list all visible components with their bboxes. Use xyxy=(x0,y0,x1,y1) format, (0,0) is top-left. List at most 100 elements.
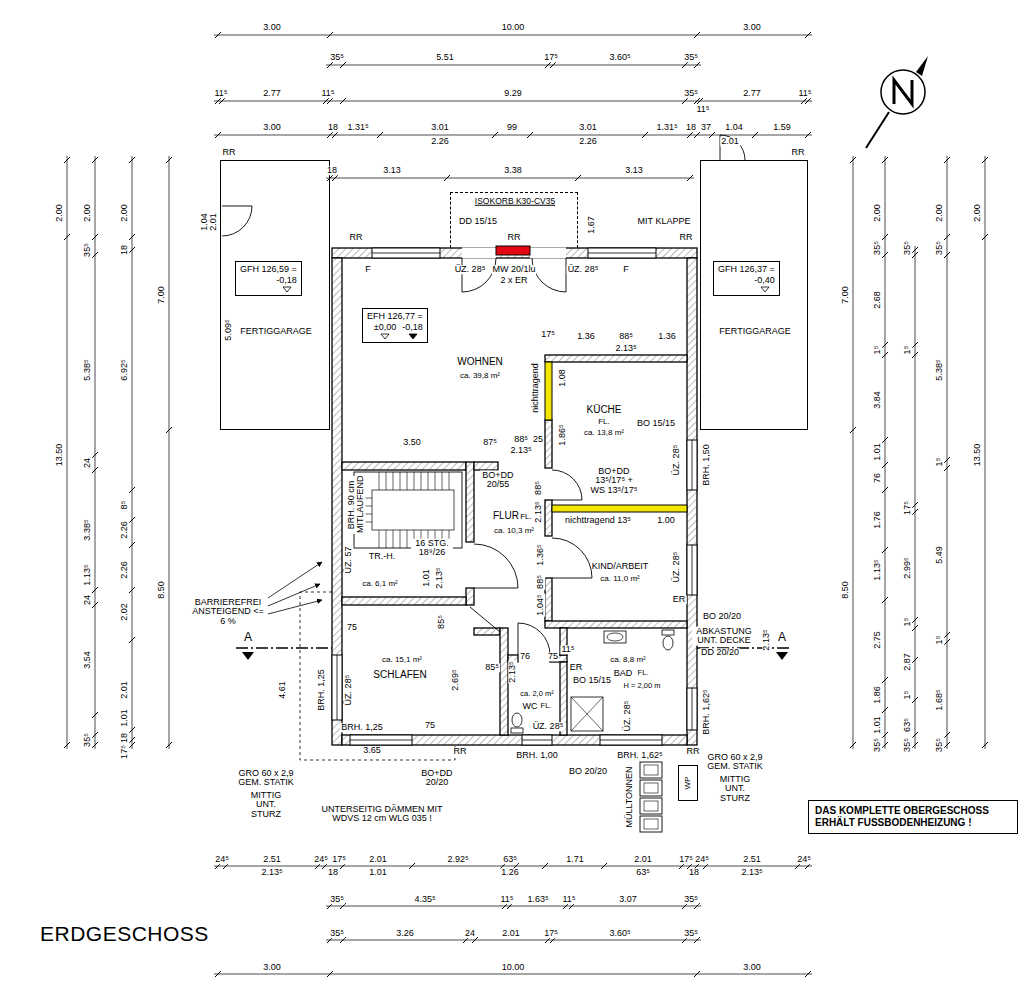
dimension-tick xyxy=(340,98,346,104)
plan-label: 2.01 xyxy=(720,137,740,146)
plan-label: 1.63⁵ xyxy=(526,895,549,904)
plan-label: 2.68 xyxy=(873,290,882,310)
room: ca. 15,1 m² SCHLAFEN xyxy=(342,605,500,735)
wall xyxy=(332,258,342,745)
room-label: ca. 10,3 m² xyxy=(494,527,534,535)
room-label: WC xyxy=(523,702,538,711)
dimension-tick xyxy=(327,98,333,104)
plan-label: 16 STG. 18⁹/26 xyxy=(411,539,453,558)
room-label: ca. 15,1 m² xyxy=(382,656,422,664)
waste-bin xyxy=(640,762,662,778)
plan-label: 37 xyxy=(700,123,712,132)
plan-label: 63⁵ xyxy=(903,717,912,733)
dimension-tick xyxy=(219,98,225,104)
plan-label: 1.67 xyxy=(587,215,596,235)
stair-tread xyxy=(386,530,387,548)
plan-label: RR xyxy=(791,148,806,157)
dimension-line xyxy=(947,156,948,749)
plan-label: 2.00 xyxy=(935,203,944,223)
dimension-tick xyxy=(215,971,221,977)
window-glass xyxy=(588,253,656,254)
window xyxy=(687,545,697,595)
plan-label: 24⁵ xyxy=(796,855,812,864)
plan-label: RR xyxy=(686,747,701,756)
dimension-line xyxy=(326,65,701,66)
lintel-marker xyxy=(496,246,530,255)
plan-label: 2.00 xyxy=(55,203,64,223)
dimension-tick xyxy=(912,697,918,703)
plan-label: 76 xyxy=(519,652,531,661)
room-label: SCHLAFEN xyxy=(373,670,426,680)
dimension-line xyxy=(132,156,133,749)
plan-label: 17⁵ xyxy=(903,500,912,516)
plan-label: 1⁵ xyxy=(935,635,944,646)
dimension-tick xyxy=(327,971,333,977)
plan-label: GRO 60 x 2,9 GEM. STATIK xyxy=(701,753,769,772)
plan-label: 1.71 xyxy=(565,855,585,864)
plan-label: 4.61 xyxy=(278,680,287,700)
level-triangle xyxy=(282,286,292,293)
dimension-tick xyxy=(882,437,888,443)
waste-bin xyxy=(640,780,662,796)
plan-label: ÜZ. 28⁵ xyxy=(672,551,681,584)
dimension-tick xyxy=(882,252,888,258)
box-text: EFH 126,77 = xyxy=(367,311,423,322)
plan-label: 2.13⁵ xyxy=(435,566,444,589)
window xyxy=(350,735,412,745)
dimension-tick xyxy=(642,132,648,138)
level-value: ±0,00 xyxy=(374,322,396,333)
plan-label: ÜZ. 57 xyxy=(344,545,353,574)
plan-label: 2.00 xyxy=(873,203,882,223)
plan-label: 1.04 xyxy=(724,123,744,132)
dimension-tick xyxy=(129,487,135,493)
dimension-tick xyxy=(694,62,700,68)
level-triangle xyxy=(760,286,770,293)
plan-label: 35⁵ xyxy=(873,240,882,256)
box-text: DAS KOMPLETTE OBERGESCHOSS ERHÄLT FUSSBO… xyxy=(815,805,1011,829)
dimension-tick xyxy=(882,742,888,748)
dimension-tick xyxy=(64,157,70,163)
plan-label: F xyxy=(622,265,630,274)
window xyxy=(687,440,697,490)
plan-label: BO+DD 20/20 xyxy=(419,769,455,788)
stair-tread xyxy=(428,472,429,490)
stair-tread xyxy=(393,472,394,490)
plan-label: 35⁵ xyxy=(83,242,92,258)
plan-label: ÜZ. 28⁵ xyxy=(567,265,600,274)
plan-label: 1⁵ xyxy=(873,345,882,356)
dimension-tick xyxy=(882,342,888,348)
dimension-line xyxy=(214,101,812,102)
dimension-tick xyxy=(129,542,135,548)
dimension-tick xyxy=(215,132,221,138)
plan-label: 35⁵ xyxy=(683,895,699,904)
plan-label: 35⁵ xyxy=(683,929,699,938)
dimension-tick xyxy=(129,157,135,163)
plan-label: 2.51 xyxy=(742,855,762,864)
plan-label: BRH. 1,62⁵ xyxy=(702,688,711,735)
plan-label: 24 xyxy=(464,929,476,938)
plan-label: 2.99⁵ xyxy=(903,556,912,579)
dimension-tick xyxy=(492,132,498,138)
box-text: GFH 126,59 = xyxy=(240,264,297,275)
plan-label: 2.69⁵ xyxy=(451,668,460,691)
room-label: FL. xyxy=(520,513,532,521)
dimension-tick xyxy=(215,32,221,38)
level-value: -0,18 xyxy=(276,275,297,286)
plan-label: 8⁵ xyxy=(120,500,129,511)
stair-tread xyxy=(379,472,380,490)
dimension-tick xyxy=(944,457,950,463)
dimension-tick xyxy=(129,742,135,748)
level-triangle xyxy=(380,333,390,340)
level-cell: -0,40 xyxy=(754,275,775,293)
plan-label: 3.00 xyxy=(262,963,282,972)
plan-label: 2.13⁵ xyxy=(260,868,283,877)
dimension-tick xyxy=(697,98,703,104)
drawing-title: ERDGESCHOSS xyxy=(40,922,209,946)
plan-label: 2.77 xyxy=(262,89,282,98)
window-glass xyxy=(522,740,552,741)
dimension-line xyxy=(853,156,854,749)
level-row: -0,18 xyxy=(240,275,297,293)
dimension-tick xyxy=(912,617,918,623)
plan-label: 24⁵ xyxy=(694,855,710,864)
ramp-arrow xyxy=(268,600,322,614)
